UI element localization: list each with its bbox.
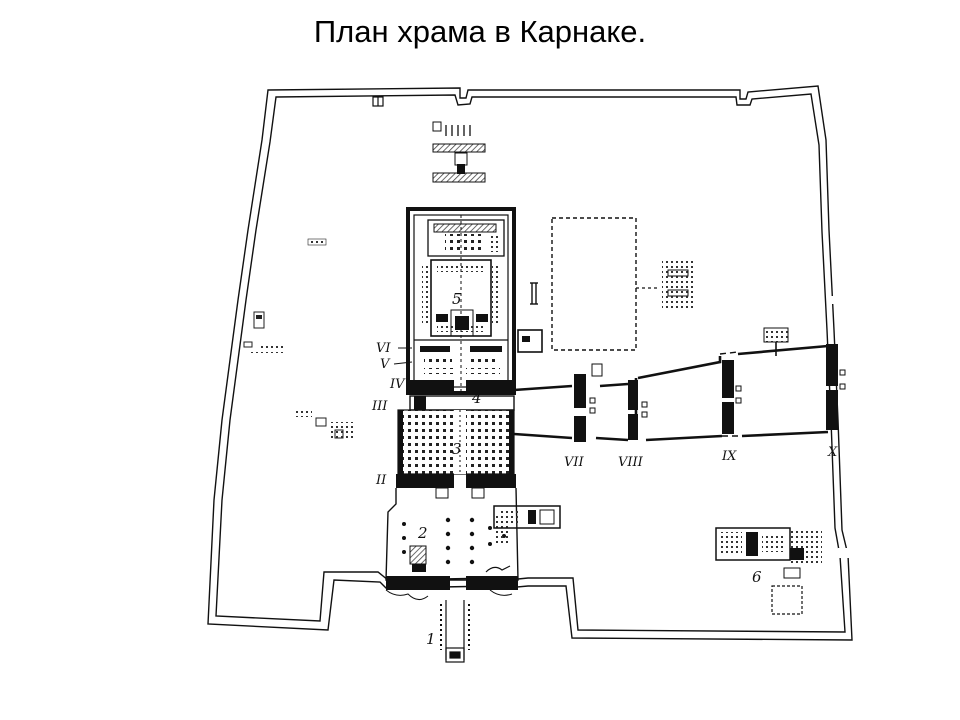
temple-6	[715, 527, 822, 615]
label-pylon-v: V	[380, 357, 391, 372]
obelisk-marker	[530, 282, 538, 305]
label-court-2: 2	[417, 524, 428, 542]
enclosure-wall	[207, 85, 853, 641]
dromos-avenue	[440, 600, 470, 663]
east-kiosk	[763, 327, 789, 356]
southern-axis-dashes	[719, 351, 742, 437]
north-gate	[372, 96, 384, 107]
label-temple-6: 6	[752, 568, 762, 586]
sacred-lake-shrine	[517, 329, 543, 353]
plan-labels: 5 4 3 2 1 6 VI V IV III II VII VIII IX X	[371, 290, 838, 648]
pylon-blocks-south	[574, 344, 838, 442]
label-pylon-iii: III	[371, 399, 388, 414]
court-4	[409, 380, 515, 411]
east-small-temple	[662, 260, 694, 310]
label-pylon-ii: II	[375, 473, 387, 488]
label-pylon-1: 1	[426, 630, 436, 648]
sacred-lake-outline	[551, 217, 637, 351]
west-ruins	[243, 238, 353, 440]
label-pylon-ix: IX	[721, 449, 737, 464]
southern-processional-walls	[513, 344, 829, 442]
label-hypostyle-3: 3	[452, 440, 462, 458]
sanctuary-complex	[406, 207, 516, 395]
hypostyle-hall	[397, 409, 515, 475]
pylon-ii	[396, 474, 516, 499]
label-sanctuary-5: 5	[452, 290, 462, 308]
pylon-details-south	[589, 363, 846, 418]
great-court	[385, 487, 519, 581]
first-pylon	[385, 576, 518, 600]
label-pylon-viii: VIII	[618, 455, 644, 470]
label-pylon-vi: VI	[376, 341, 391, 356]
label-pylon-iv: IV	[389, 377, 406, 392]
wall-breaks	[240, 296, 850, 558]
slide-title: План храма в Карнаке.	[313, 14, 647, 49]
ramesses-chapel	[493, 505, 561, 529]
label-pylon-x: X	[827, 445, 838, 460]
north-chapels	[432, 121, 486, 183]
label-court-4: 4	[471, 389, 482, 407]
label-pylon-vii: VII	[564, 455, 585, 470]
